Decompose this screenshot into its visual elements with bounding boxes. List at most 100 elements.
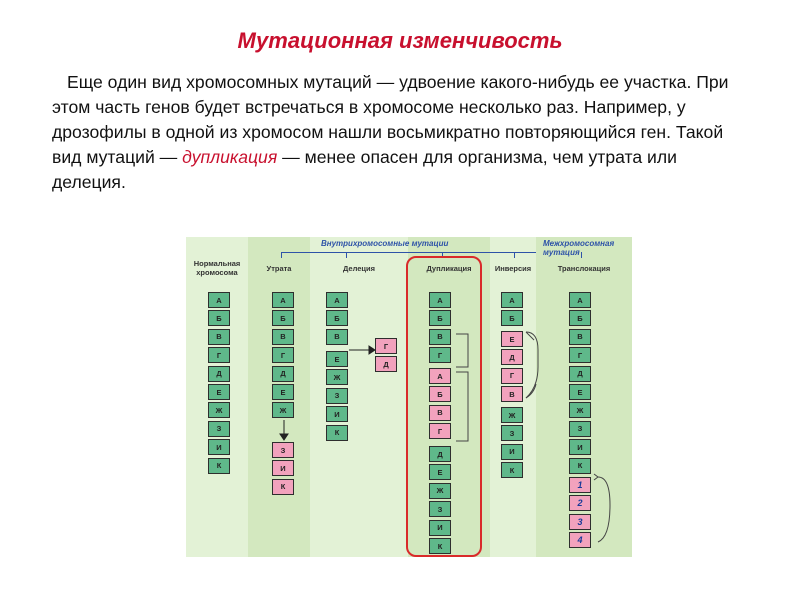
duplication-term: дупликация (182, 147, 278, 167)
column-label-duplication: Дупликация (426, 264, 472, 273)
gene-inversion-segment: Г (501, 367, 523, 384)
group-bracket-tick (514, 252, 515, 258)
gene-translocation-added: 4 (569, 532, 591, 549)
gene-duplication-copy: Г (429, 423, 451, 440)
gene-deletion: А (326, 292, 348, 308)
gene-normal: З (208, 420, 230, 437)
gene-translocation: Д (569, 365, 591, 382)
gene-translocation: З (569, 420, 591, 437)
gene-duplication: И (429, 519, 451, 536)
gene-translocation-added: 2 (569, 495, 591, 512)
gene-duplication-copy: А (429, 368, 451, 384)
gene-deletion: Е (326, 351, 348, 367)
gene-normal: В (208, 328, 230, 345)
gene-duplication: З (429, 501, 451, 518)
gene-translocation: Б (569, 310, 591, 327)
group-bracket (281, 252, 536, 253)
gene-loss-piece: З (272, 442, 294, 458)
gene-deletion: Ж (326, 369, 348, 386)
paragraph-text: Еще один вид хромосомных мутаций — удвое… (52, 72, 729, 167)
group-bracket-tick (581, 252, 582, 258)
gene-duplication-original: В (429, 328, 451, 345)
gene-deletion: З (326, 387, 348, 404)
gene-loss: Е (272, 384, 294, 400)
gene-duplication: Е (429, 464, 451, 481)
gene-deletion: В (326, 328, 348, 345)
translocation-tick (593, 473, 599, 481)
column-label-normal: Нормальная (193, 259, 241, 268)
inversion-curve-top (525, 331, 539, 399)
column-label-loss: Утрата (266, 264, 292, 273)
gene-inversion: Б (501, 310, 523, 327)
dup-bracket-copy (456, 371, 469, 442)
column-label-inversion: Инверсия (494, 264, 532, 273)
column-label-translocation: Транслокация (557, 264, 611, 273)
deletion-arrow-head (368, 345, 376, 355)
gene-translocation: И (569, 439, 591, 456)
gene-normal: Е (208, 384, 230, 400)
gene-translocation-added: 1 (569, 477, 591, 493)
loss-arrow-head (279, 433, 289, 441)
gene-translocation: Е (569, 384, 591, 400)
gene-normal: Д (208, 365, 230, 382)
group-label-interchromosomal: Межхромосомная (543, 239, 615, 248)
gene-loss: Б (272, 310, 294, 327)
gene-duplication: Ж (429, 482, 451, 499)
gene-deletion: К (326, 424, 348, 441)
gene-duplication-original: А (429, 292, 451, 308)
group-bracket-tick (281, 252, 282, 258)
gene-duplication-copy: Б (429, 386, 451, 403)
gene-duplication-original: Г (429, 347, 451, 364)
gene-loss: Д (272, 365, 294, 382)
group-label-interchromosomal-2: мутация (543, 248, 580, 257)
gene-loss: В (272, 328, 294, 345)
slide-title: Мутационная изменчивость (237, 28, 563, 53)
gene-deletion: И (326, 406, 348, 423)
inversion-curve-tick (525, 331, 535, 341)
gene-normal: Ж (208, 402, 230, 419)
gene-duplication: К (429, 538, 451, 554)
translocation-curve (597, 476, 611, 543)
gene-loss-piece: И (272, 460, 294, 477)
dup-bracket-original (456, 333, 469, 368)
gene-inversion: Ж (501, 407, 523, 423)
group-bracket-tick (442, 252, 443, 258)
gene-normal: К (208, 457, 230, 474)
gene-inversion: И (501, 443, 523, 460)
gene-inversion-segment: Д (501, 349, 523, 366)
gene-translocation: Г (569, 347, 591, 364)
gene-duplication-original: Б (429, 310, 451, 327)
group-bracket-tick (346, 252, 347, 258)
diagram-connectors (279, 331, 611, 543)
duplication-highlight-frame (406, 256, 482, 557)
gene-normal: А (208, 292, 230, 308)
gene-duplication: Д (429, 446, 451, 462)
column-label-normal-2: хромосома (196, 268, 238, 277)
gene-loss-piece: К (272, 478, 294, 495)
gene-deletion: Б (326, 310, 348, 327)
group-label-intrachromosomal: Внутрихромосомные мутации (321, 239, 449, 248)
gene-inversion-segment: В (501, 386, 523, 403)
gene-inversion: З (501, 425, 523, 442)
gene-deletion-piece: Д (375, 356, 397, 373)
gene-deletion-piece: Г (375, 338, 397, 354)
gene-normal: Б (208, 310, 230, 327)
column-label-deletion: Делеция (342, 264, 376, 273)
gene-translocation: В (569, 328, 591, 345)
gene-translocation: К (569, 457, 591, 474)
body-paragraph: Еще один вид хромосомных мутаций — удвое… (52, 70, 752, 195)
gene-normal: Г (208, 347, 230, 364)
paragraph-text-end: — менее опасен для организма, чем утрата… (52, 147, 677, 192)
gene-loss: Г (272, 347, 294, 364)
gene-loss: Ж (272, 402, 294, 419)
gene-inversion: А (501, 292, 523, 308)
gene-loss: А (272, 292, 294, 308)
inversion-curve-bottom (525, 383, 537, 399)
gene-normal: И (208, 439, 230, 456)
gene-translocation-added: 3 (569, 513, 591, 530)
gene-translocation: Ж (569, 402, 591, 419)
gene-duplication-copy: В (429, 404, 451, 421)
gene-inversion: К (501, 462, 523, 479)
gene-translocation: А (569, 292, 591, 308)
gene-inversion-segment: Е (501, 331, 523, 347)
